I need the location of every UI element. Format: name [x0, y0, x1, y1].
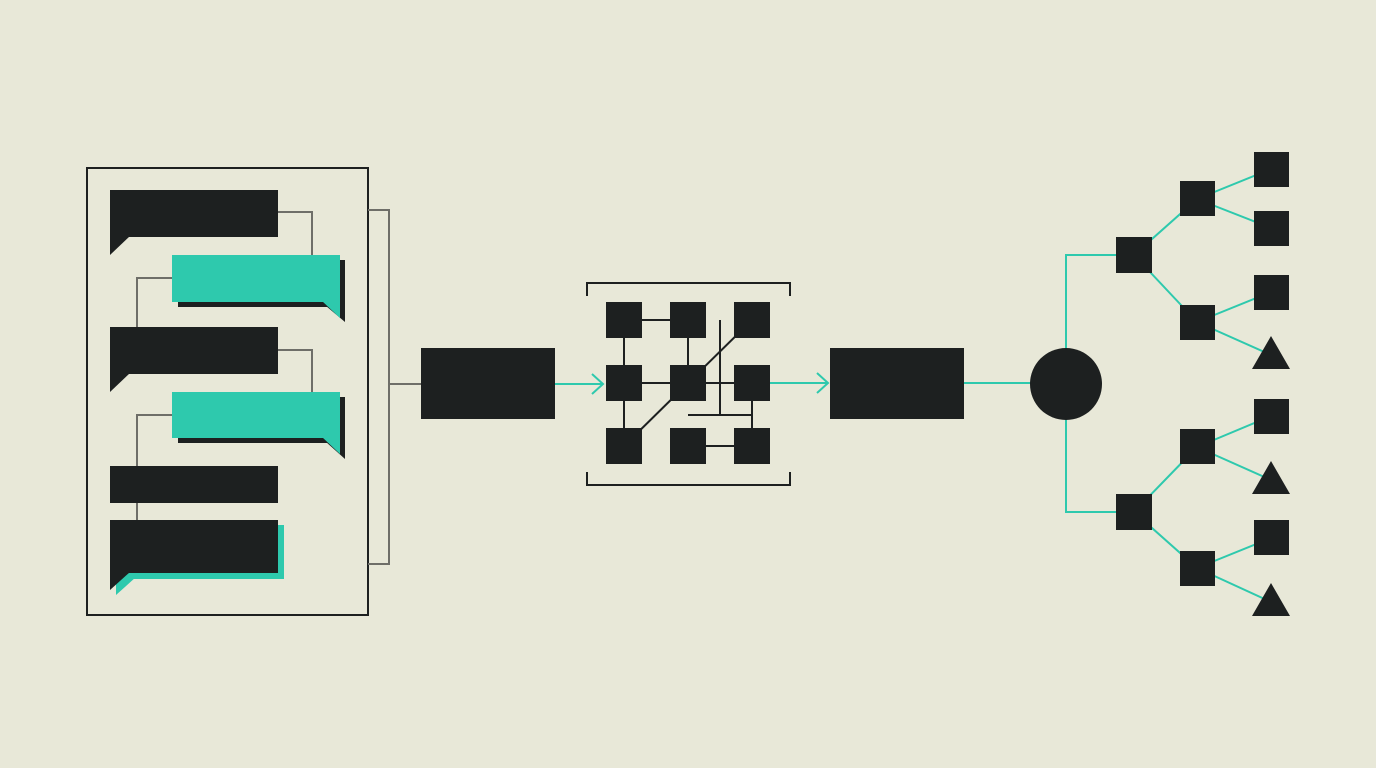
- grid-node: [606, 428, 642, 464]
- arrow-head: [816, 372, 830, 394]
- tree-leaf-triangle: [1252, 461, 1290, 494]
- panel-bracket: [368, 209, 390, 565]
- tree-node-level2: [1180, 429, 1215, 464]
- bubble-accent-tail: [116, 577, 136, 595]
- grid-node: [670, 365, 706, 401]
- grid-node: [734, 365, 770, 401]
- tree-leaf-triangle: [1252, 583, 1290, 616]
- bubble-tail: [110, 236, 130, 255]
- chat-bubble: [110, 327, 278, 392]
- tree-node-level1: [1116, 494, 1152, 530]
- chat-bubble: [110, 520, 284, 595]
- tree-node-level2: [1180, 551, 1215, 586]
- tree-leaf-square: [1254, 152, 1289, 187]
- tree-leaf-square: [1254, 520, 1289, 555]
- grid-node: [670, 428, 706, 464]
- connector-line: [277, 211, 313, 258]
- grid-bracket-top: [586, 282, 791, 296]
- grid-node: [734, 302, 770, 338]
- tree-edge: [1065, 418, 1116, 513]
- grid-nodes: [606, 302, 770, 464]
- conversation-panel: [86, 167, 390, 616]
- branch-tree: [1030, 152, 1290, 616]
- bubble-body: [172, 392, 340, 438]
- tree-nodes: [1116, 152, 1290, 616]
- grid-bracket-bottom: [586, 472, 791, 486]
- tree-leaf-square: [1254, 399, 1289, 434]
- arrow-input-to-grid: [555, 373, 605, 395]
- arrow-grid-to-output: [770, 372, 830, 394]
- tree-leaf-square: [1254, 275, 1289, 310]
- output-block: [830, 348, 964, 419]
- tree-node-level2: [1180, 181, 1215, 216]
- connector-line: [136, 277, 172, 330]
- bubble-tail: [110, 373, 130, 392]
- bubble-tail: [322, 301, 340, 318]
- bubble-connectors: [136, 211, 313, 522]
- grid-node: [606, 365, 642, 401]
- tree-node-level1: [1116, 237, 1152, 273]
- tree-node-level2: [1180, 305, 1215, 340]
- chat-bubble: [110, 190, 278, 255]
- grid-node: [606, 302, 642, 338]
- connector-line: [136, 414, 172, 468]
- connector-line: [277, 349, 313, 394]
- bubble-tail: [322, 437, 340, 454]
- chat-bubble-accent: [172, 255, 345, 322]
- panel-frame: [86, 167, 369, 616]
- bubble-body: [110, 520, 278, 573]
- chat-bubble-short: [110, 466, 278, 503]
- bubble-body: [110, 327, 278, 374]
- node-grid: [586, 282, 791, 486]
- bubble-body: [172, 255, 340, 302]
- input-block: [421, 348, 555, 419]
- bubble-shadow-tail: [326, 442, 345, 459]
- grid-node: [734, 428, 770, 464]
- bubble-shadow-tail: [326, 306, 345, 322]
- grid-node: [670, 302, 706, 338]
- bubble-tail: [110, 572, 130, 590]
- bubble-body: [110, 190, 278, 237]
- tree-leaf-square: [1254, 211, 1289, 246]
- hub-circle: [1030, 348, 1102, 420]
- tree-edge: [1065, 254, 1116, 350]
- tree-leaf-triangle: [1252, 336, 1290, 369]
- arrow-head: [591, 373, 605, 395]
- chat-bubble-accent: [172, 392, 345, 459]
